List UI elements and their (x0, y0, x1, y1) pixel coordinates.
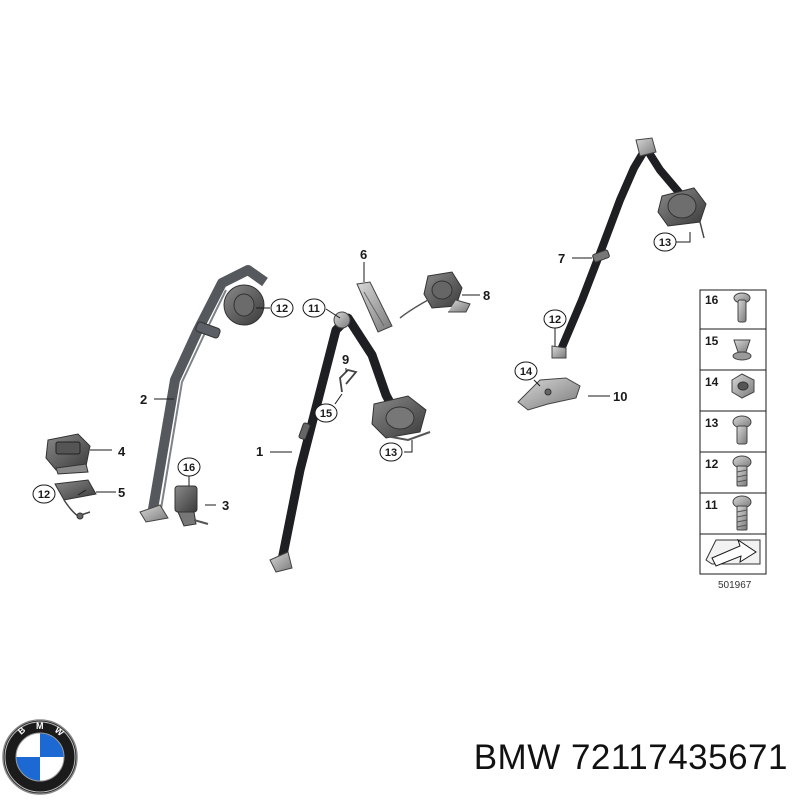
leader-lines (77, 232, 691, 506)
buckle-part-3 (174, 485, 209, 527)
legend-item-11: 11 (705, 498, 718, 512)
svg-text:14: 14 (520, 366, 533, 378)
svg-text:15: 15 (320, 408, 332, 420)
callout-12-c: 12 (543, 309, 567, 329)
legend-item-14: 14 (705, 375, 719, 389)
callout-5: 5 (118, 485, 125, 500)
callout-6: 6 (360, 247, 367, 262)
belt-part-1 (269, 311, 431, 573)
svg-text:12: 12 (276, 303, 288, 315)
bolt-11-icon (732, 495, 752, 531)
callout-15: 15 (314, 403, 338, 423)
logo-letter-b: B (16, 724, 28, 736)
callout-7: 7 (558, 251, 565, 266)
retractor-part-8 (399, 271, 471, 319)
callout-12-b: 12 (32, 484, 56, 504)
wire-part-9 (339, 369, 358, 393)
part-title: BMW 72117435671 (474, 738, 788, 778)
bolt-13-icon (732, 415, 752, 445)
callout-1: 1 (256, 444, 263, 459)
callout-13-a: 13 (379, 442, 403, 462)
svg-text:12: 12 (549, 314, 561, 326)
part-number: 72117435671 (570, 738, 788, 777)
screw-16-icon (733, 292, 751, 323)
callout-9: 9 (342, 352, 349, 367)
callout-16: 16 (177, 457, 201, 477)
svg-text:13: 13 (385, 447, 397, 459)
callout-12-a: 12 (270, 298, 294, 318)
diagram-id: 501967 (718, 580, 752, 591)
buckle-part-5 (54, 479, 97, 520)
legend-item-15: 15 (705, 334, 719, 348)
legend-item-13: 13 (705, 416, 719, 430)
bmw-logo: B M W (2, 719, 78, 795)
callout-8: 8 (483, 288, 490, 303)
brand-name: BMW (473, 738, 561, 777)
bracket-part-6 (356, 281, 393, 333)
buckle-assembly-part-4 (45, 433, 91, 475)
legend-item-16: 16 (705, 293, 719, 307)
bolt-12-icon (732, 455, 752, 487)
callout-11: 11 (302, 298, 326, 318)
svg-text:16: 16 (183, 462, 195, 474)
callout-4: 4 (118, 444, 126, 459)
callout-13-b: 13 (653, 232, 677, 252)
clip-15-icon (732, 339, 752, 361)
callout-10: 10 (613, 389, 627, 404)
legend-item-12: 12 (705, 457, 719, 471)
svg-text:11: 11 (308, 303, 320, 315)
belt-part-2 (139, 265, 268, 523)
hex-nut-14-icon (731, 373, 755, 399)
svg-text:12: 12 (38, 489, 50, 501)
callout-3: 3 (222, 498, 229, 513)
bracket-part-10 (517, 377, 581, 411)
arrow-icon (705, 538, 761, 567)
svg-text:13: 13 (659, 237, 671, 249)
belt-part-7 (551, 137, 707, 359)
circled-callouts: 11 12 12 12 13 13 14 15 (32, 232, 677, 504)
callout-numbers: 1 2 3 4 5 6 7 8 9 10 (118, 247, 627, 513)
callout-14: 14 (514, 361, 538, 381)
fastener-legend: 16 15 14 13 12 11 (699, 289, 767, 591)
logo-letter-m: M (36, 721, 44, 731)
callout-2: 2 (140, 392, 147, 407)
